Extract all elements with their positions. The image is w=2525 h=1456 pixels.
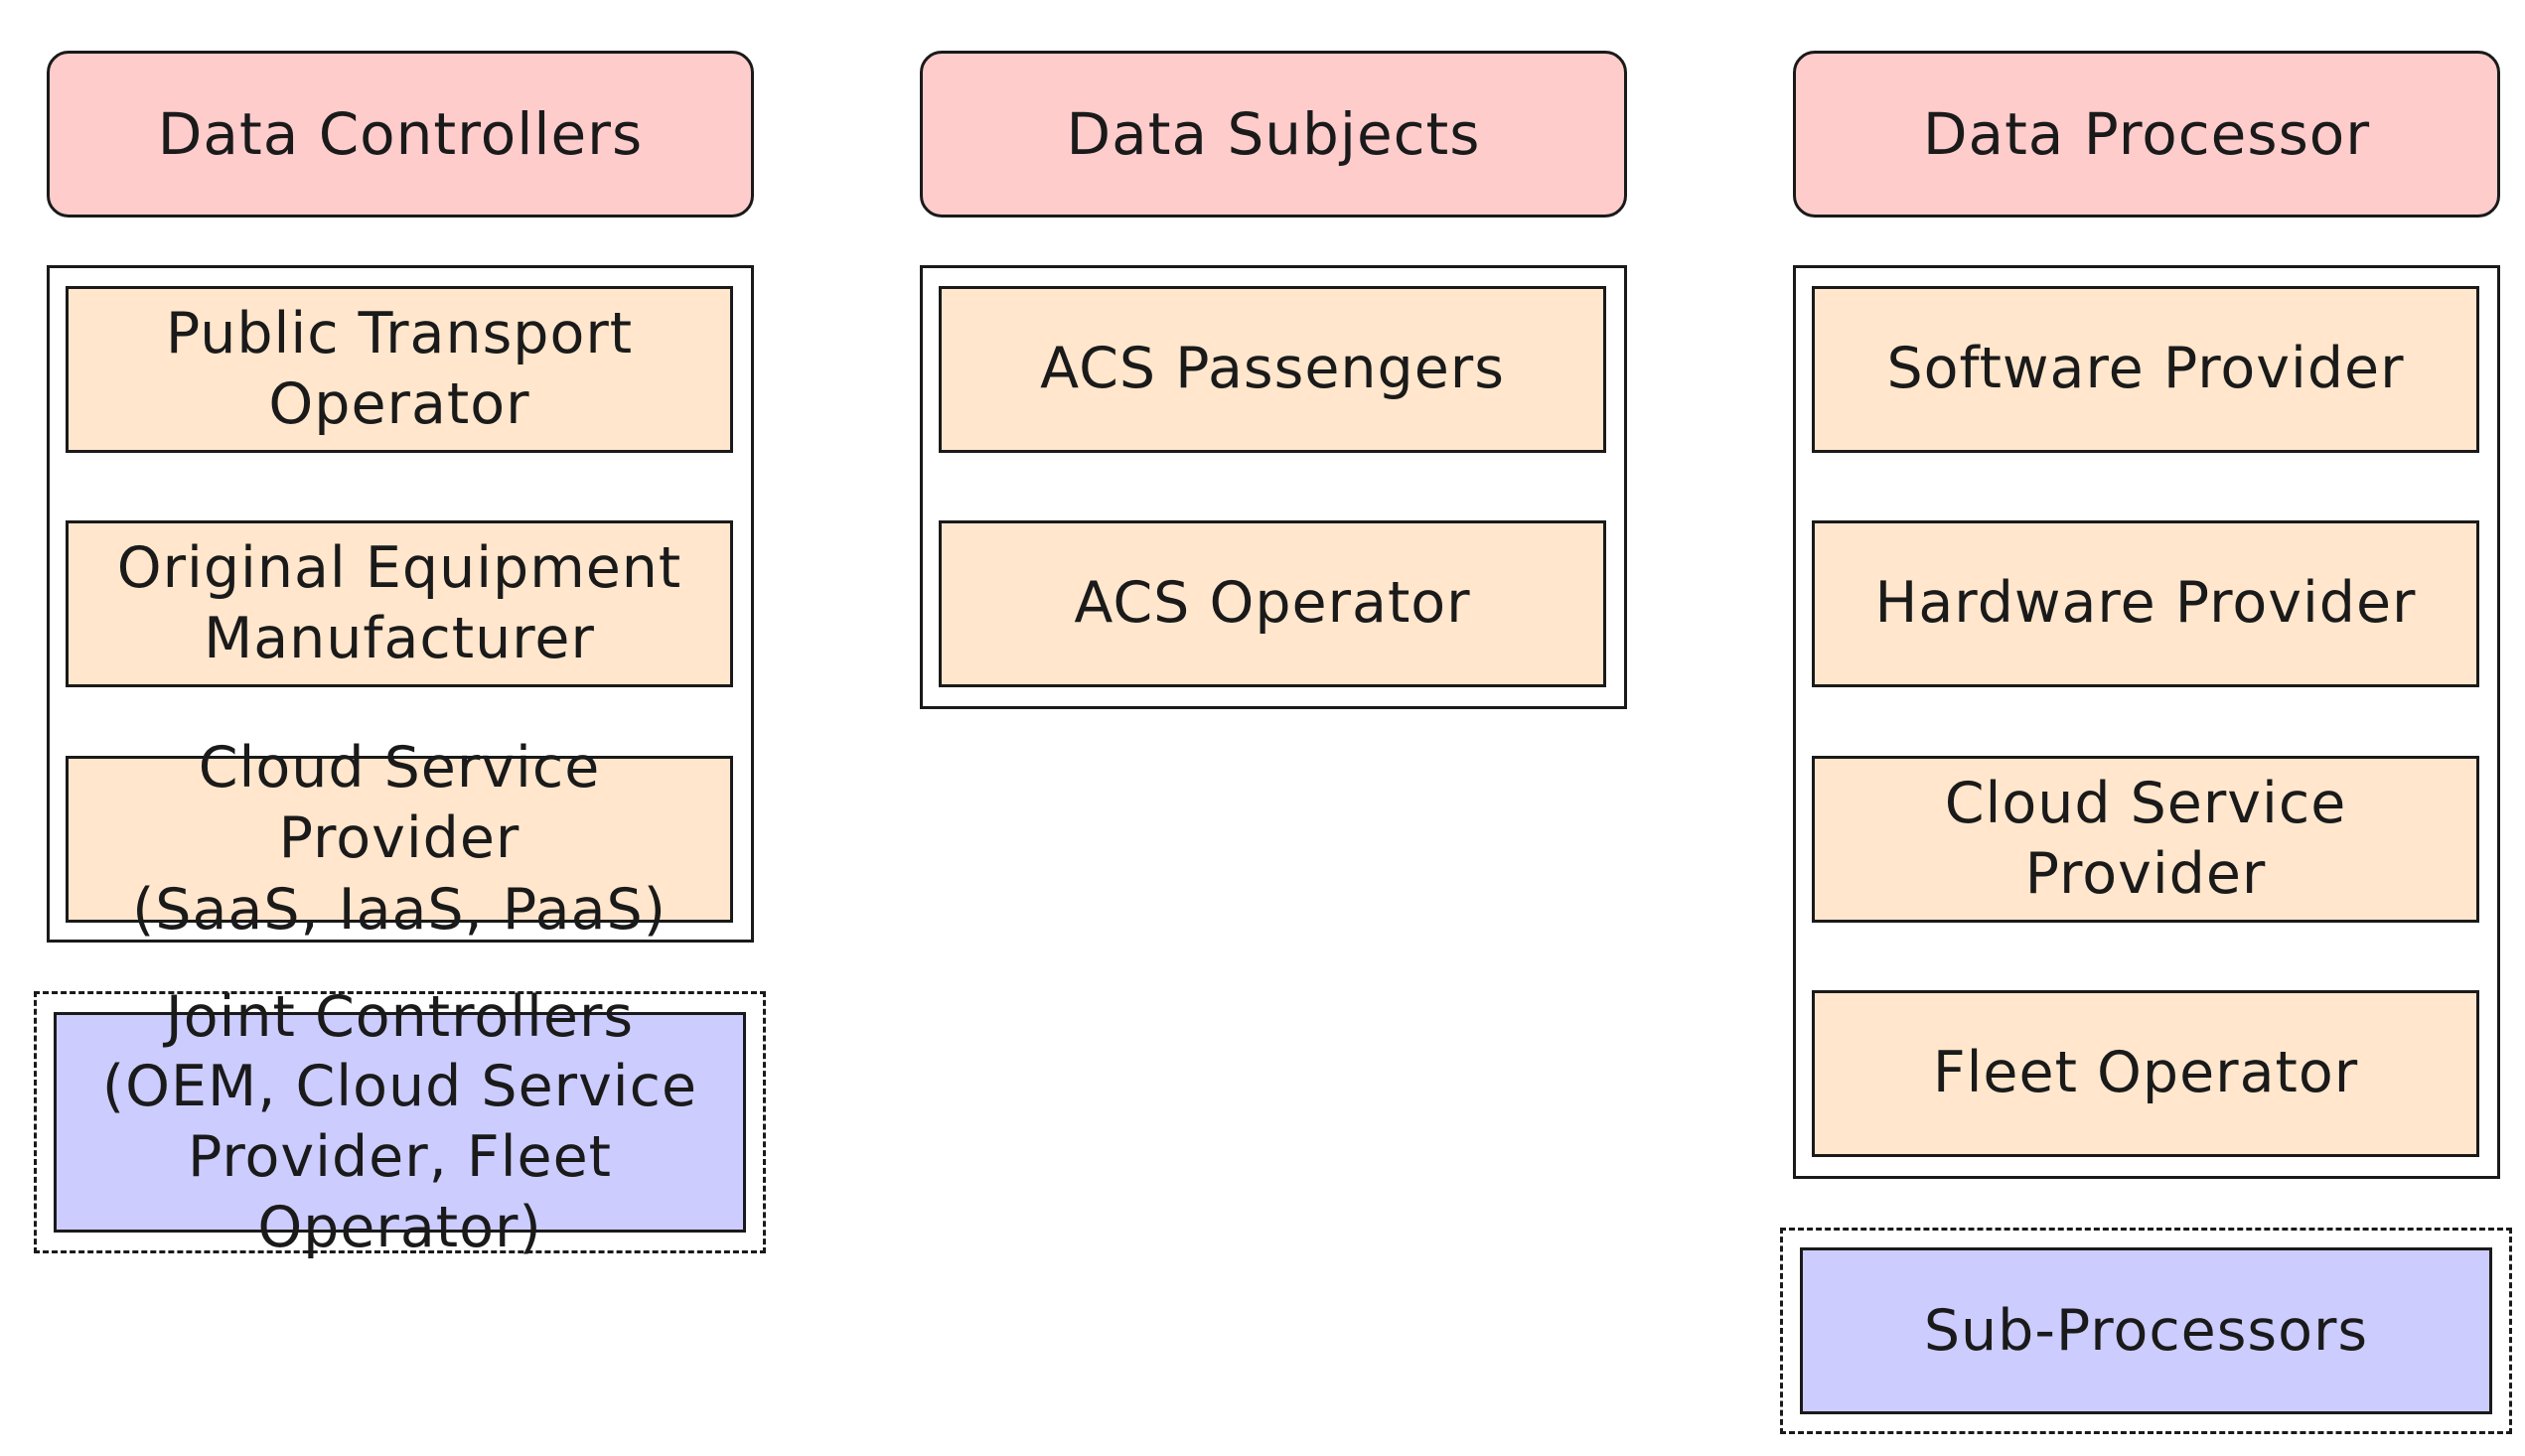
joint-controllers-dashed-frame xyxy=(34,991,766,1253)
sub-processors-dashed-frame xyxy=(1780,1228,2512,1434)
item-hardware-provider: Hardware Provider xyxy=(1812,520,2479,687)
header-data-controllers: Data Controllers xyxy=(47,51,754,218)
header-data-processor: Data Processor xyxy=(1793,51,2500,218)
item-cloud-service-provider-controller: Cloud Service Provider (SaaS, IaaS, PaaS… xyxy=(66,735,733,943)
item-acs-passengers: ACS Passengers xyxy=(939,286,1606,453)
item-cloud-service-provider-processor: Cloud Service Provider xyxy=(1812,756,2479,923)
item-acs-operator: ACS Operator xyxy=(939,520,1606,687)
item-software-provider: Software Provider xyxy=(1812,286,2479,453)
item-public-transport-operator: Public Transport Operator xyxy=(66,286,733,453)
item-sub-processors: Sub-Processors xyxy=(1800,1247,2492,1414)
item-original-equipment-manufacturer: Original Equipment Manufacturer xyxy=(66,520,733,687)
item-fleet-operator: Fleet Operator xyxy=(1812,990,2479,1157)
header-data-subjects: Data Subjects xyxy=(920,51,1627,218)
item-joint-controllers: Joint Controllers (OEM, Cloud Service Pr… xyxy=(54,984,746,1260)
